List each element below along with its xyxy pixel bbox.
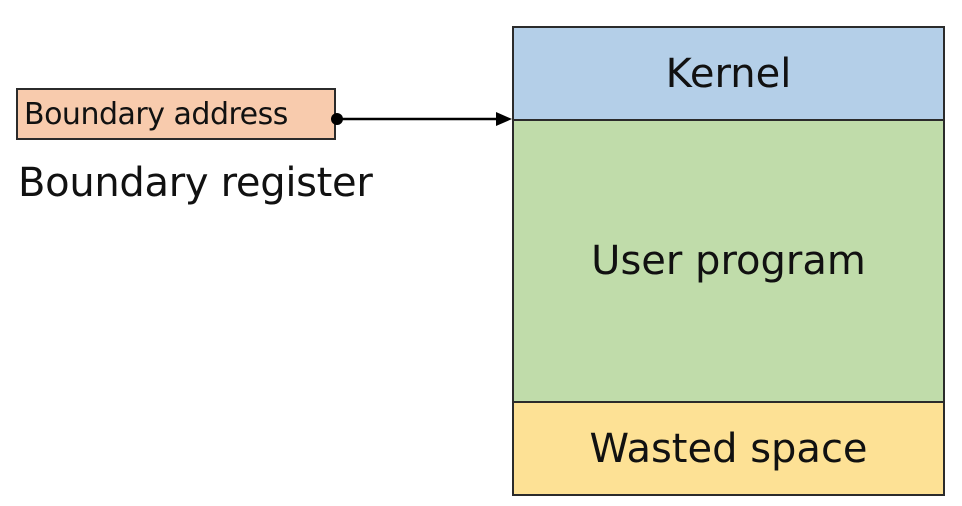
boundary-address-text: Boundary address (24, 96, 288, 132)
user-program-segment: User program (512, 119, 945, 403)
kernel-segment-label: Kernel (665, 50, 792, 97)
wasted-space-segment: Wasted space (512, 401, 945, 496)
boundary-register-label: Boundary register (18, 160, 373, 206)
memory-layout: Kernel User program Wasted space (512, 26, 945, 496)
boundary-register-box: Boundary address (16, 88, 336, 140)
kernel-segment: Kernel (512, 26, 945, 121)
user-program-segment-label: User program (591, 238, 866, 284)
arrowhead-icon (496, 112, 512, 126)
wasted-space-segment-label: Wasted space (589, 425, 868, 472)
